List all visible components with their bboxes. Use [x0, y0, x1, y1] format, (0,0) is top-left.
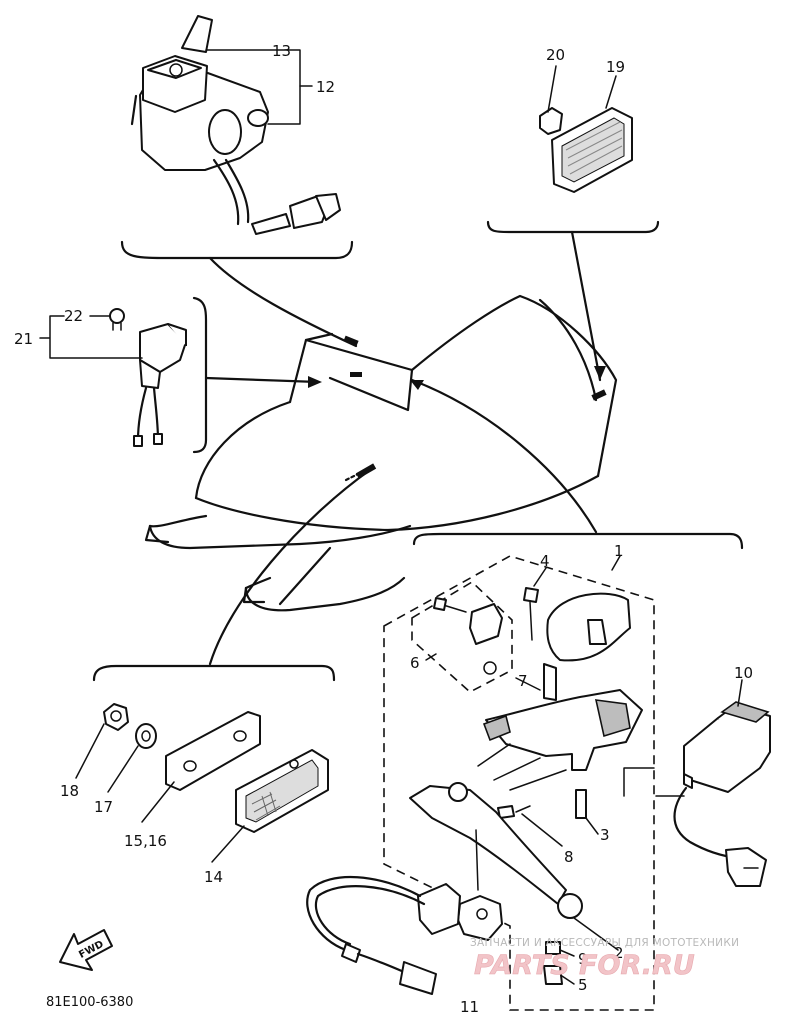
callout-18: 18: [60, 782, 79, 800]
callout-15-16: 15,16: [124, 832, 167, 850]
group-bracket-brake: [412, 532, 744, 550]
callout-5: 5: [578, 976, 588, 994]
leader-10: [737, 679, 743, 707]
leader-18: [75, 723, 105, 779]
callout-17: 17: [94, 798, 113, 816]
watermark-logo: PARTS FOR.RU: [474, 950, 695, 981]
leader-14: [211, 825, 245, 863]
callout-22: 22: [64, 307, 83, 325]
brake-lever-parts: [306, 587, 643, 995]
leader-17: [107, 745, 139, 793]
callout-2: 2: [614, 944, 624, 962]
dashed-box-6: [411, 581, 513, 693]
leader-6: [425, 653, 437, 661]
leader-8: [521, 813, 563, 847]
side-reflector-group: [539, 107, 633, 193]
leader-9: [559, 949, 575, 957]
callout-20: 20: [546, 46, 565, 64]
callout-19: 19: [606, 58, 625, 76]
fwd-arrow-icon: FWD: [59, 929, 113, 971]
leader-21: [39, 315, 143, 359]
callout-7: 7: [518, 672, 528, 690]
group-leader-curves: [204, 230, 606, 666]
brake-switch-group: [623, 701, 771, 887]
group-bracket-left: [192, 296, 208, 454]
callout-21: 21: [14, 330, 33, 348]
callout-leaders-12-13: [205, 49, 313, 125]
callout-14: 14: [204, 868, 223, 886]
callout-1: 1: [614, 542, 624, 560]
dashed-box-brake: [383, 555, 655, 1011]
tail-light-group: [103, 703, 329, 833]
callout-9: 9: [578, 950, 588, 968]
leader-3: [585, 817, 599, 835]
callout-6: 6: [410, 654, 420, 672]
leader-7: [515, 677, 541, 691]
callout-3: 3: [600, 826, 610, 844]
callout-8: 8: [564, 848, 574, 866]
leader-15-16: [141, 781, 175, 823]
leader-4: [533, 567, 547, 587]
group-bracket-top-left: [120, 240, 354, 260]
snowmobile-body-outline: [144, 294, 618, 612]
part-code: 81E100-6380: [46, 995, 133, 1010]
leader-19: [605, 75, 617, 109]
callout-12: 12: [316, 78, 335, 96]
callout-4: 4: [540, 552, 550, 570]
leader-5: [561, 975, 575, 985]
switch-housing-group: [130, 15, 341, 235]
group-bracket-top-right: [486, 220, 660, 234]
bulb-socket-group: [109, 308, 187, 447]
callout-10: 10: [734, 664, 753, 682]
leader-1: [611, 555, 621, 571]
leader-2: [573, 917, 619, 951]
callout-11: 11: [460, 998, 479, 1016]
group-bracket-tail: [92, 664, 336, 682]
leader-20: [547, 65, 557, 113]
callout-13: 13: [272, 42, 291, 60]
watermark-tagline: ЗАПЧАСТИ И АКСЕССУАРЫ ДЛЯ МОТОТЕХНИКИ: [470, 937, 739, 949]
